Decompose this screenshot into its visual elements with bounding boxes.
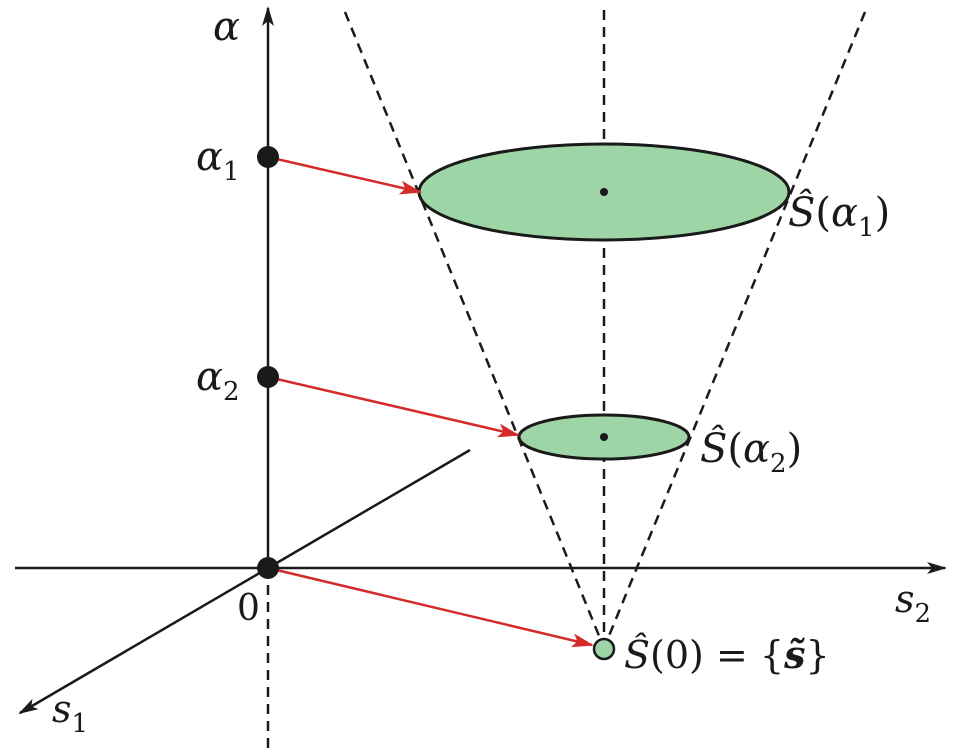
map-arrow-zero: [267, 566, 594, 648]
alpha-axis-label: α: [213, 4, 240, 50]
center-dot-alpha1: [600, 188, 608, 196]
origin-label: 0: [237, 588, 260, 629]
map-arrow-alpha1: [267, 155, 422, 195]
set-zero-label: Ŝ(0) = {s̃}: [624, 632, 830, 677]
s1-axis-label: s1: [52, 687, 88, 739]
set-alpha1-label: Ŝ(α1): [788, 189, 890, 243]
alpha2-label: α2: [196, 354, 240, 407]
cone-right-edge: [602, 11, 867, 649]
cone-left-edge: [343, 11, 606, 649]
origin-point: [257, 557, 279, 579]
center-dot-alpha2: [600, 433, 608, 441]
alpha1-label: α1: [196, 134, 240, 187]
s2-axis-label: s2: [895, 577, 931, 629]
alpha1-point: [257, 146, 279, 168]
set-zero-point: [592, 637, 616, 661]
s1-axis: [18, 448, 471, 715]
set-alpha2-label: Ŝ(α2): [700, 425, 802, 479]
map-arrow-alpha2: [267, 375, 520, 438]
alpha2-point: [257, 366, 279, 388]
